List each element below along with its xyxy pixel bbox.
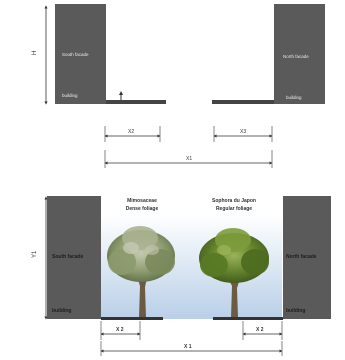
bottom-x2-left-label: X 2 — [116, 327, 124, 333]
tree-left-title-line1: Mimosaceae — [127, 198, 157, 204]
top-left-facade-label: South facade — [62, 52, 89, 57]
bottom-x1-label: X 1 — [184, 344, 192, 350]
tree-right-title-line1: Sophora du Japon — [212, 198, 256, 204]
bottom-right-building-label: building — [286, 308, 305, 314]
top-section: H South facade building North facade bui… — [32, 4, 325, 168]
bottom-ground-left — [101, 317, 163, 320]
tree-left-illustration — [107, 226, 175, 318]
top-x1-label: X1 — [186, 156, 192, 162]
top-ground-left — [106, 100, 166, 104]
bottom-left-facade-label: South facade — [52, 254, 84, 260]
top-left-building-label: building — [62, 93, 78, 98]
top-ground-right — [212, 100, 274, 104]
top-x2-left-label: X2 — [128, 129, 134, 135]
bottom-height-label: Y1 — [32, 250, 38, 258]
top-height-label: H — [32, 51, 38, 55]
tree-right-title-line2: Regular foliage — [216, 206, 252, 212]
top-left-building — [55, 4, 106, 104]
top-right-building — [274, 4, 325, 104]
bottom-ground-right — [213, 317, 283, 320]
top-right-building-label: building — [286, 95, 302, 100]
tree-left-title-line2: Dense foliage — [126, 206, 159, 212]
bottom-left-building — [47, 196, 101, 319]
bottom-x2-right-label: X 2 — [256, 327, 264, 333]
bottom-right-building — [283, 196, 331, 319]
bottom-section: Y1 South facade building North facade bu… — [32, 196, 331, 356]
tree-right-illustration — [199, 228, 269, 318]
bottom-left-building-label: building — [52, 308, 71, 314]
bottom-right-facade-label: North facade — [286, 254, 317, 260]
top-x2-right-label: X3 — [240, 129, 246, 135]
top-right-facade-label: North facade — [283, 54, 309, 59]
